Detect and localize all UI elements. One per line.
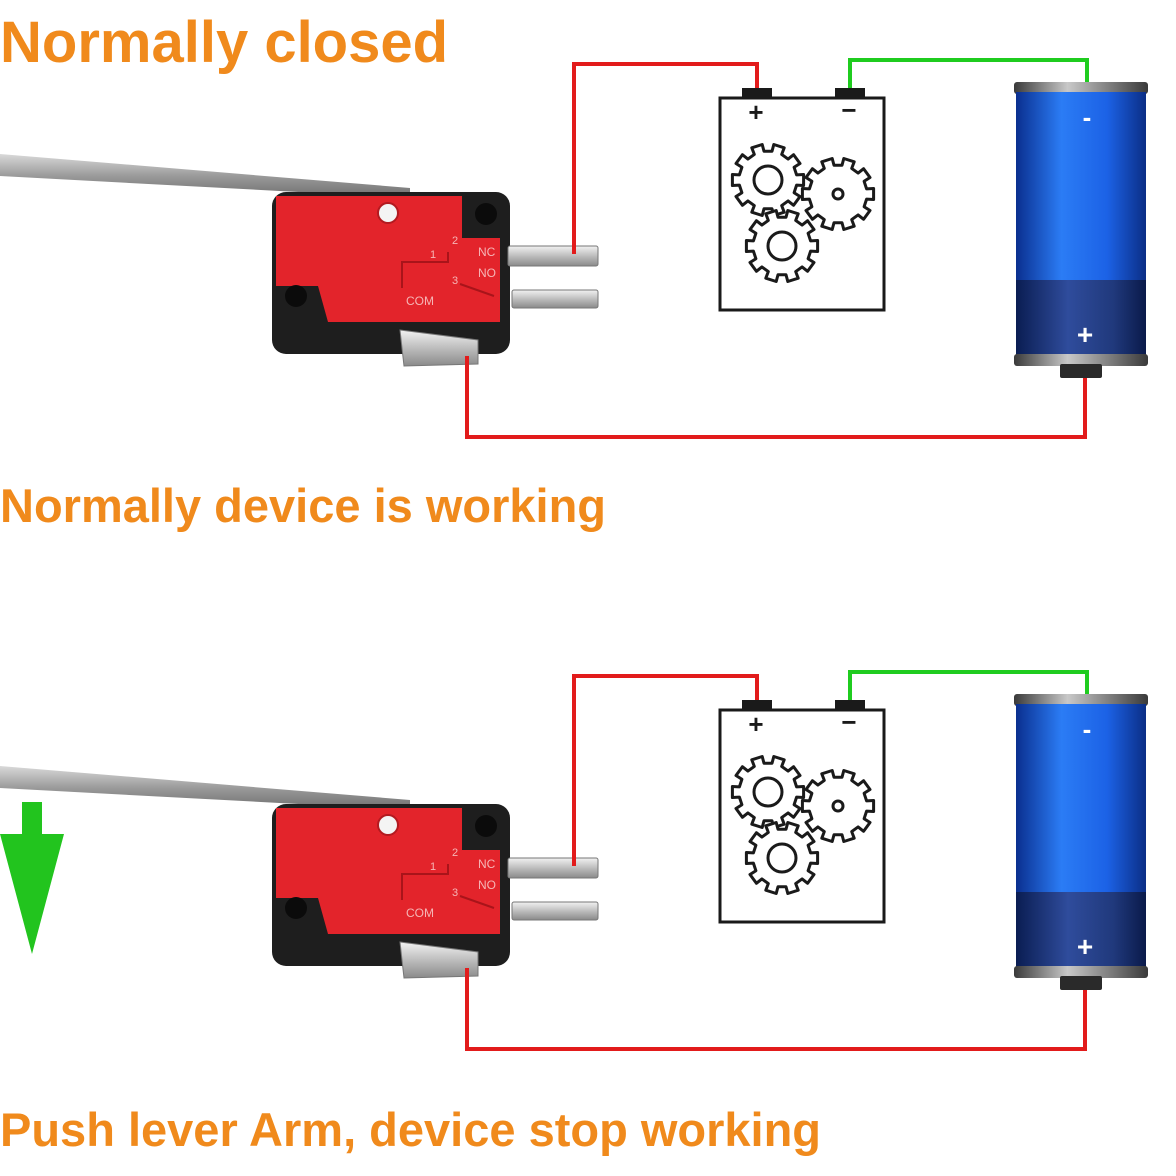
terminal-nc — [507, 857, 599, 879]
device-minus-sign: − — [841, 95, 856, 125]
switch-body — [276, 808, 500, 934]
switch-schematic-marking — [401, 252, 449, 288]
device-terminal-plus — [742, 700, 772, 710]
device-minus-sign: − — [841, 707, 856, 737]
mounting-hole-right — [475, 815, 497, 837]
label-pin-1: 1 — [430, 861, 436, 873]
device-terminal-plus — [742, 88, 772, 98]
switch-body — [276, 196, 500, 322]
label-nc: NC — [478, 245, 496, 259]
device-terminal-minus — [835, 88, 865, 98]
switch-lever-arm — [0, 766, 410, 810]
terminal-com — [399, 329, 479, 367]
device-terminal-minus — [835, 700, 865, 710]
gears-icon — [730, 143, 876, 283]
gears-icon — [730, 755, 876, 895]
battery-upper — [1016, 92, 1146, 282]
battery-lower — [1016, 892, 1146, 968]
battery: - + — [1014, 82, 1148, 378]
battery-plus-sign: + — [1077, 319, 1093, 350]
label-pin-1: 1 — [430, 249, 436, 261]
label-nc: NC — [478, 857, 496, 871]
gear-hub — [831, 187, 845, 201]
battery-positive-nub — [1060, 364, 1102, 378]
wire-nc-to-device-plus — [572, 62, 759, 254]
battery-plus-sign: + — [1077, 931, 1093, 962]
gear-hub — [766, 842, 798, 874]
battery-upper — [1016, 704, 1146, 894]
label-pin-2: 2 — [452, 235, 458, 247]
switch-lever-arm — [0, 154, 410, 198]
label-pin-3: 3 — [452, 887, 458, 899]
label-pin-3: 3 — [452, 275, 458, 287]
device-plus-sign: + — [748, 709, 763, 739]
wire-com-to-battery-plus — [465, 356, 1087, 439]
caption-pushed-state: Push lever Arm, device stop working — [0, 1103, 822, 1156]
wire-nc-to-device-plus — [572, 674, 759, 866]
wire-device-minus-to-battery-minus — [848, 58, 1089, 90]
mounting-hole-top — [377, 202, 399, 224]
gear-hub — [831, 799, 845, 813]
battery-bottom-cap — [1014, 354, 1148, 366]
label-pin-2: 2 — [452, 847, 458, 859]
mounting-hole-left — [285, 897, 307, 919]
battery-positive-nub — [1060, 976, 1102, 990]
gear-hub — [752, 776, 784, 808]
wire-device-minus-to-battery-minus — [848, 670, 1089, 702]
terminal-com — [399, 941, 479, 979]
battery-top-cap — [1014, 694, 1148, 706]
label-no: NO — [478, 266, 496, 280]
circuit-pushed-state: NC NO COM 2 1 3 + − - + — [0, 670, 1148, 1051]
diagram-title: Normally closed — [0, 10, 449, 75]
battery-minus-sign: - — [1083, 714, 1092, 744]
battery-minus-sign: - — [1083, 102, 1092, 132]
battery-top-cap — [1014, 82, 1148, 94]
push-down-arrow-icon — [0, 802, 64, 954]
caption-normal-state: Normally device is working — [0, 479, 606, 532]
gear-hub — [752, 164, 784, 196]
label-com: COM — [406, 906, 434, 920]
label-no: NO — [478, 878, 496, 892]
gear-hub — [766, 230, 798, 262]
terminal-nc — [507, 245, 599, 267]
terminal-no — [511, 901, 599, 921]
battery-bottom-cap — [1014, 966, 1148, 978]
mounting-hole-right — [475, 203, 497, 225]
terminal-no — [511, 289, 599, 309]
label-com: COM — [406, 294, 434, 308]
mounting-hole-left — [285, 285, 307, 307]
device-plus-sign: + — [748, 97, 763, 127]
switch-schematic-marking — [401, 864, 449, 900]
circuit-normal-state: NC NO COM 2 1 3 + − - + — [0, 58, 1148, 439]
wire-com-to-battery-plus — [465, 968, 1087, 1051]
battery-lower — [1016, 280, 1146, 356]
mounting-hole-top — [377, 814, 399, 836]
battery: - + — [1014, 694, 1148, 990]
